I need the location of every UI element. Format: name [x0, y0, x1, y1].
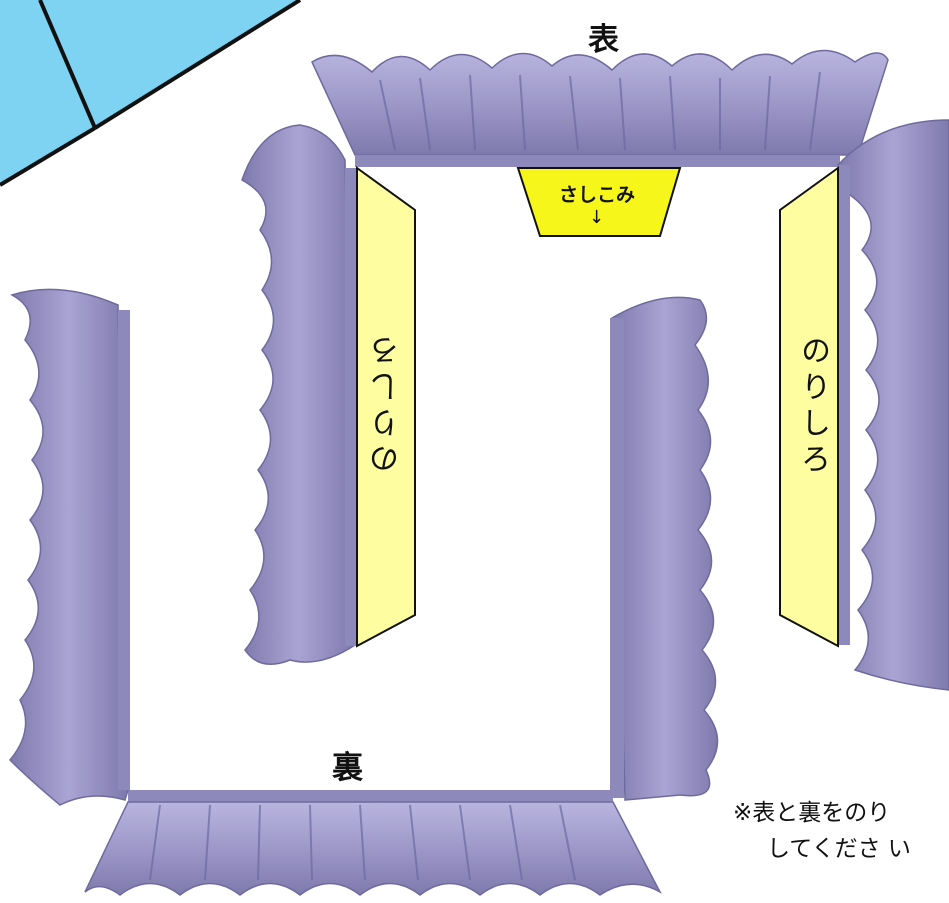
insert-arrow-icon: ↓ [589, 207, 605, 228]
instruction-note-line2: してくださ い [767, 836, 911, 862]
glue-tab-left [356, 166, 416, 648]
frill-right-back-inner [610, 296, 719, 801]
frill-bottom-back [84, 790, 662, 896]
insert-tab-label: さしこみ [558, 184, 635, 206]
instruction-note-line1: ※表と裏をのり [733, 800, 891, 826]
insert-tab [516, 167, 682, 237]
glue-tab-left-label: のりしろ [370, 330, 405, 474]
glue-tab-right-label: のりしろ [795, 335, 830, 479]
sky-background-corner [0, 0, 302, 187]
frill-left-front [241, 124, 357, 665]
frill-right-front [837, 119, 949, 691]
frill-top-front [311, 49, 889, 167]
instruction-note: ※表と裏をのり してくださ い [733, 795, 911, 867]
back-label: 裏 [332, 750, 363, 786]
frill-left-back [8, 288, 130, 806]
glue-tab-right [779, 166, 839, 648]
front-label: 表 [588, 22, 619, 58]
